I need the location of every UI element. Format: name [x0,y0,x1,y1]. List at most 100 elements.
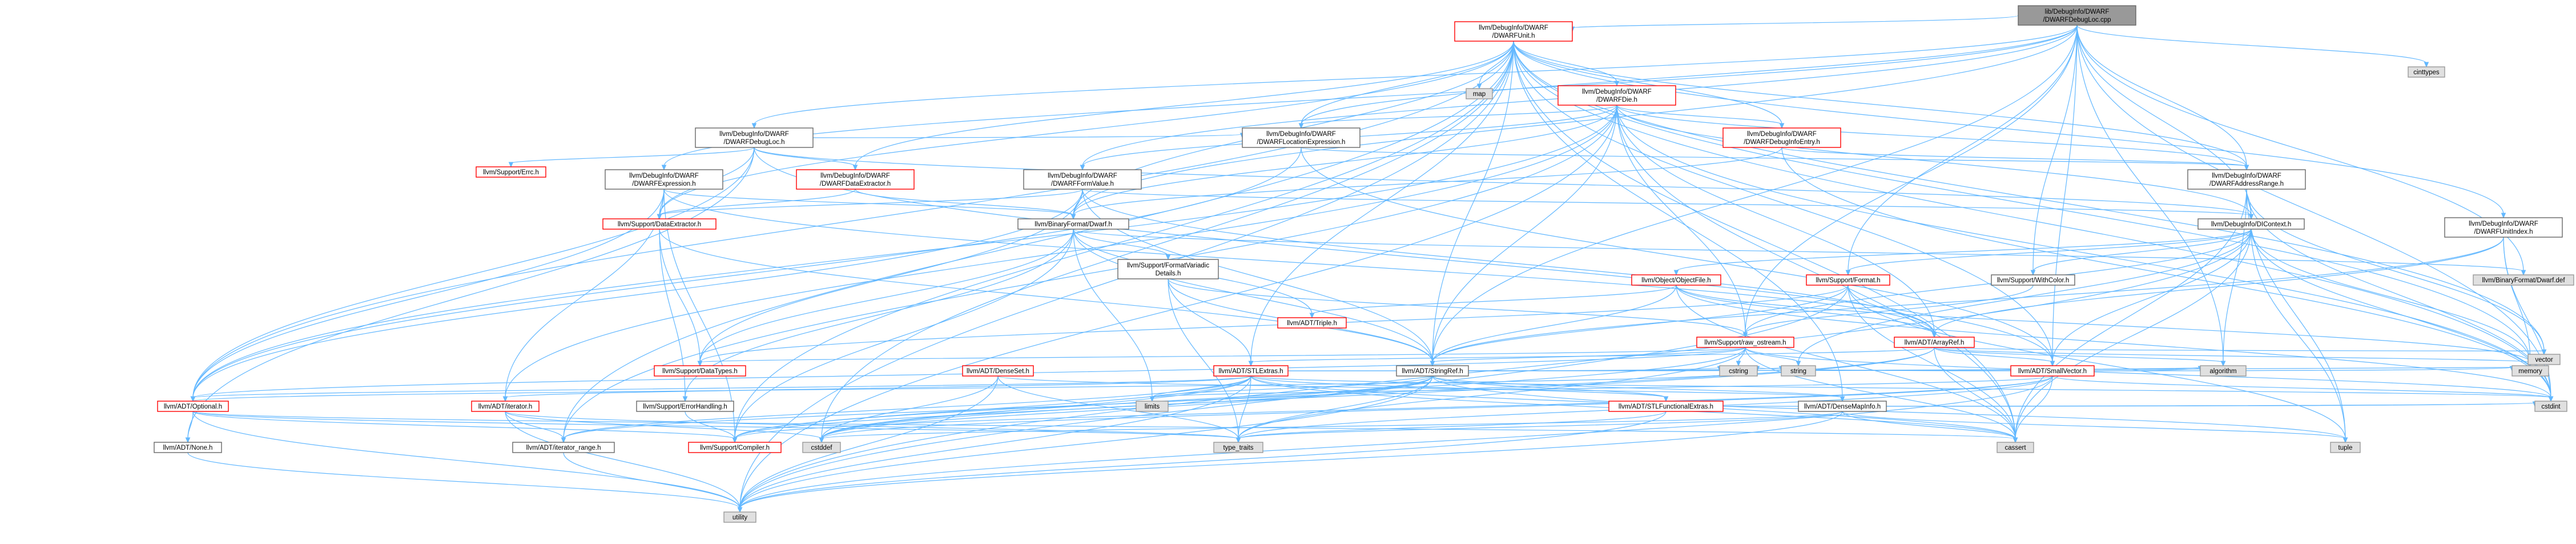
node-string[interactable]: string [1781,365,1816,377]
include-edge-line [1745,285,2034,334]
node-vector[interactable]: vector [2527,354,2561,365]
include-edge-arrowhead [2541,349,2547,355]
node-box [1608,401,1724,412]
include-edge-arrowhead [2521,270,2526,276]
node-none[interactable]: llvm/ADT/None.h [154,442,222,453]
node-dbginfoentry[interactable]: llvm/DebugInfo/DWARF/DWARFDebugInfoEntry… [1722,127,1841,148]
node-cstddef[interactable]: cstddef [802,442,841,453]
include-edge [754,147,858,171]
node-map[interactable]: map [1466,88,1493,99]
node-root[interactable]: lib/DebugInfo/DWARF/DWARFDebugLoc.cpp [2018,5,2136,26]
node-formvalue[interactable]: llvm/DebugInfo/DWARF/DWARFFormValue.h [1023,169,1142,190]
include-edge-line [1842,411,2346,439]
node-utility[interactable]: utility [723,511,756,523]
include-edge [1745,347,2554,402]
include-edge [1513,41,1785,129]
node-triple[interactable]: llvm/ADT/Triple.h [1277,317,1347,329]
node-stlfunctional[interactable]: llvm/ADT/STLFunctionalExtras.h [1608,401,1724,412]
include-edge-line [1513,41,2551,398]
node-type-traits[interactable]: type_traits [1213,442,1263,453]
node-withcolor[interactable]: llvm/Support/WithColor.h [1991,274,2075,286]
node-optional[interactable]: llvm/ADT/Optional.h [157,401,229,412]
include-edge [697,347,1746,367]
include-edge [2076,25,2226,367]
node-stringref[interactable]: llvm/ADT/StringRef.h [1396,365,1469,377]
node-label: llvm/ADT/STLExtras.h [1218,368,1283,375]
node-binaryformat-dwarf[interactable]: llvm/BinaryFormat/Dwarf.h [1017,218,1129,230]
node-die[interactable]: llvm/DebugInfo/DWARF/DWARFDie.h [1557,85,1676,106]
include-edge-line [1073,229,1433,363]
include-edge [1073,229,2526,276]
node-dataextractor-dwarf[interactable]: llvm/DebugInfo/DWARF/DWARFDataExtractor.… [796,169,915,190]
node-box [1117,259,1219,279]
node-addressrange[interactable]: llvm/DebugInfo/DWARF/DWARFAddressRange.h [2187,169,2306,190]
node-stlextras[interactable]: llvm/ADT/STLExtras.h [1213,365,1289,377]
node-label: /DWARFAddressRange.h [2209,181,2284,187]
include-edge-line [1934,347,2224,363]
node-cstdint[interactable]: cstdint [2534,401,2567,412]
include-edge-line [2052,25,2078,363]
include-edge [1742,285,2034,338]
include-edge [1149,375,2053,402]
include-edge-arrowhead [1845,270,1851,276]
node-label: llvm/DebugInfo/DWARF [1582,89,1652,95]
node-objectfile[interactable]: llvm/Object/ObjectFile.h [1631,274,1721,286]
include-edge-line [699,285,1849,363]
include-edge [1513,41,2506,219]
include-edge-arrowhead [1742,332,1748,338]
node-locexpr[interactable]: llvm/DebugInfo/DWARF/DWARFLocationExpres… [1242,127,1361,148]
node-label: algorithm [2209,368,2236,375]
node-label: llvm/DebugInfo/DWARF [629,173,699,179]
node-expression[interactable]: llvm/DebugInfo/DWARF/DWARFExpression.h [605,169,723,190]
node-compiler[interactable]: llvm/Support/Compiler.h [688,442,782,453]
include-edge-line [663,189,1074,216]
node-datatypes[interactable]: llvm/Support/DataTypes.h [654,365,746,377]
include-edge-line [734,229,1074,439]
node-cstring[interactable]: cstring [1719,365,1758,377]
node-cinttypes[interactable]: cinttypes [2408,66,2445,78]
include-edge-line [2015,229,2252,439]
node-densemapinfo[interactable]: llvm/ADT/DenseMapInfo.h [1798,401,1887,412]
include-edge [2050,25,2078,367]
include-edge-line [505,411,740,509]
include-edge-line [1616,105,2247,167]
node-dicontext[interactable]: llvm/DebugInfo/DIContext.h [2197,218,2305,230]
include-edge-line [192,105,1617,398]
node-box [1466,88,1493,99]
node-cassert[interactable]: cassert [1997,442,2034,453]
include-edge [2076,25,2429,68]
node-tuple[interactable]: tuple [2330,442,2361,453]
node-support-dataextractor[interactable]: llvm/Support/DataExtractor.h [602,218,717,230]
node-errc[interactable]: llvm/Support/Errc.h [476,166,546,178]
include-edge-line [1073,229,1169,257]
include-edge-line [1152,375,1433,398]
node-limits[interactable]: limits [1136,401,1169,412]
node-unitindex[interactable]: llvm/DebugInfo/DWARF/DWARFUnitIndex.h [2444,217,2563,238]
include-edge-line [754,25,2078,125]
node-errorhandling[interactable]: llvm/Support/ErrorHandling.h [636,401,734,412]
node-memory[interactable]: memory [2511,365,2549,377]
include-edge-line [1432,41,1514,363]
node-debugloc-h[interactable]: llvm/DebugInfo/DWARF/DWARFDebugLoc.h [695,127,814,148]
include-edge-line [563,41,1514,439]
node-unit[interactable]: llvm/DebugInfo/DWARF/DWARFUnit.h [1454,21,1573,42]
node-algorithm[interactable]: algorithm [2200,365,2247,377]
include-edge-line [2251,229,2531,363]
include-edge-line [192,411,735,439]
node-label: llvm/DebugInfo/DWARF [719,131,789,138]
include-edge-line [1616,105,1935,334]
node-raw-ostream[interactable]: llvm/Support/raw_ostream.h [1696,337,1794,348]
include-edge-arrowhead [2424,62,2429,68]
node-iterator[interactable]: llvm/ADT/iterator.h [471,401,540,412]
node-box [2330,442,2361,453]
node-arrayref[interactable]: llvm/ADT/ArrayRef.h [1894,337,1975,348]
node-iterator-range[interactable]: llvm/ADT/iterator_range.h [512,442,615,453]
node-label: tuple [2338,445,2353,451]
include-edge-line [659,189,856,216]
include-edge-arrowhead [1779,123,1785,129]
node-smallvector[interactable]: llvm/ADT/SmallVector.h [2010,365,2095,377]
node-supportformat[interactable]: llvm/Support/Format.h [1806,274,1890,286]
node-dwarf-def[interactable]: llvm/BinaryFormat/Dwarf.def [2473,274,2574,286]
node-denseset[interactable]: llvm/ADT/DenseSet.h [962,365,1034,377]
